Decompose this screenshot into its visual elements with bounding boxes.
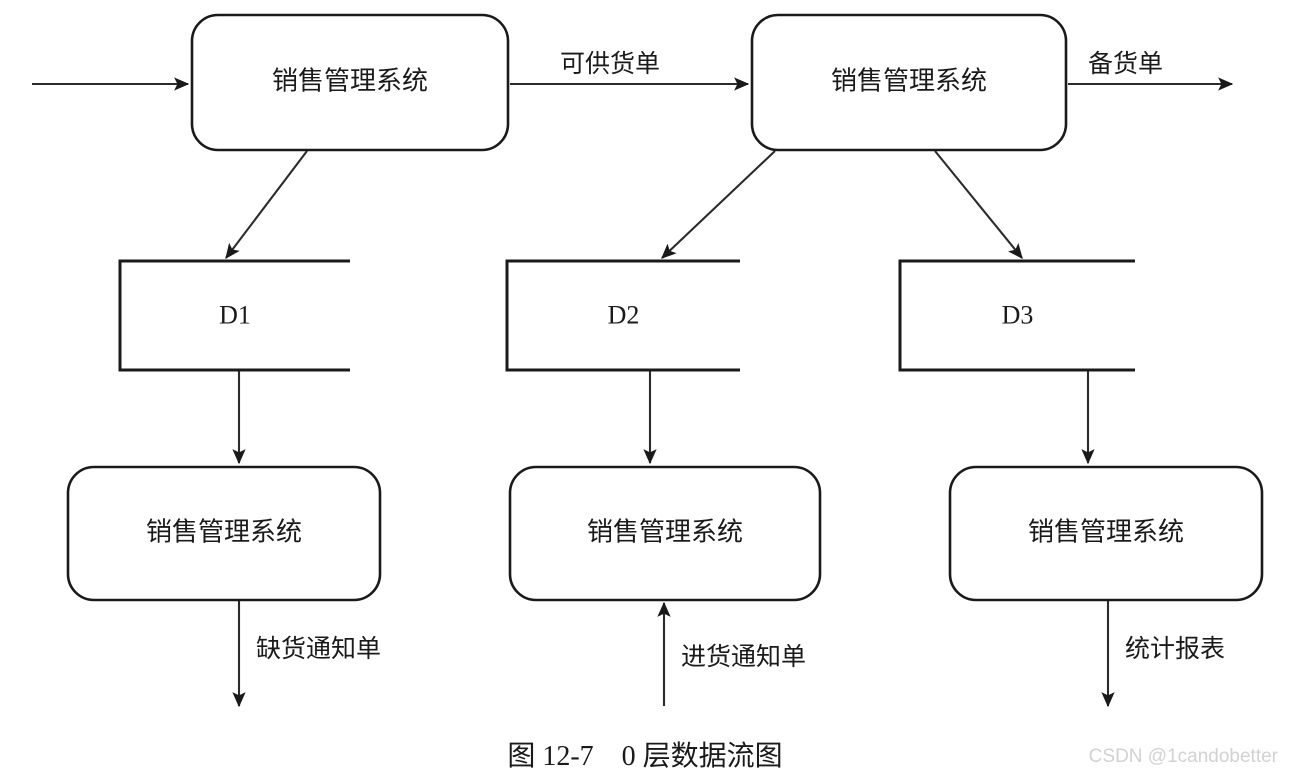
process-label: 销售管理系统: [146, 517, 302, 546]
data-store-label: D2: [608, 300, 640, 329]
flows-layer: [32, 77, 1234, 708]
flow-label-f3: 备货单: [1088, 50, 1163, 78]
data-store-label: D1: [219, 300, 251, 329]
process-label: 销售管理系统: [831, 66, 987, 95]
watermark-label: CSDN @1candobetter: [1089, 746, 1279, 767]
data-store-d2: D2: [505, 259, 740, 372]
flow-label-f2: 可供货单: [560, 50, 660, 78]
process-node-p4[interactable]: 销售管理系统: [508, 465, 822, 602]
figure-caption: 图 12-7 0 层数据流图: [507, 740, 782, 772]
flow-arrow-f5: [661, 150, 776, 259]
process-node-p1[interactable]: 销售管理系统: [190, 13, 510, 152]
flow-label-f10: 缺货通知单: [256, 635, 381, 663]
data-store-d1: D1: [118, 259, 350, 372]
process-box[interactable]: [508, 465, 822, 602]
process-box[interactable]: [750, 13, 1068, 152]
process-label: 销售管理系统: [587, 517, 743, 546]
data-stores-layer: D1 D2 D3: [118, 259, 1135, 372]
process-node-p5[interactable]: 销售管理系统: [948, 465, 1264, 602]
process-box[interactable]: [190, 13, 510, 152]
process-label: 销售管理系统: [272, 66, 428, 95]
process-node-p2[interactable]: 销售管理系统: [750, 13, 1068, 152]
process-box[interactable]: [948, 465, 1264, 602]
flow-label-f12: 统计报表: [1125, 635, 1225, 663]
data-store-label: D3: [1002, 300, 1034, 329]
process-label: 销售管理系统: [1028, 517, 1184, 546]
flow-arrow-f6: [934, 150, 1023, 259]
flow-arrow-f4: [225, 150, 308, 259]
process-node-p3[interactable]: 销售管理系统: [66, 465, 382, 602]
data-store-d3: D3: [898, 259, 1135, 372]
processes-layer: 销售管理系统销售管理系统销售管理系统销售管理系统销售管理系统: [66, 13, 1264, 602]
flow-label-f11: 进货通知单: [681, 643, 806, 671]
process-box[interactable]: [66, 465, 382, 602]
